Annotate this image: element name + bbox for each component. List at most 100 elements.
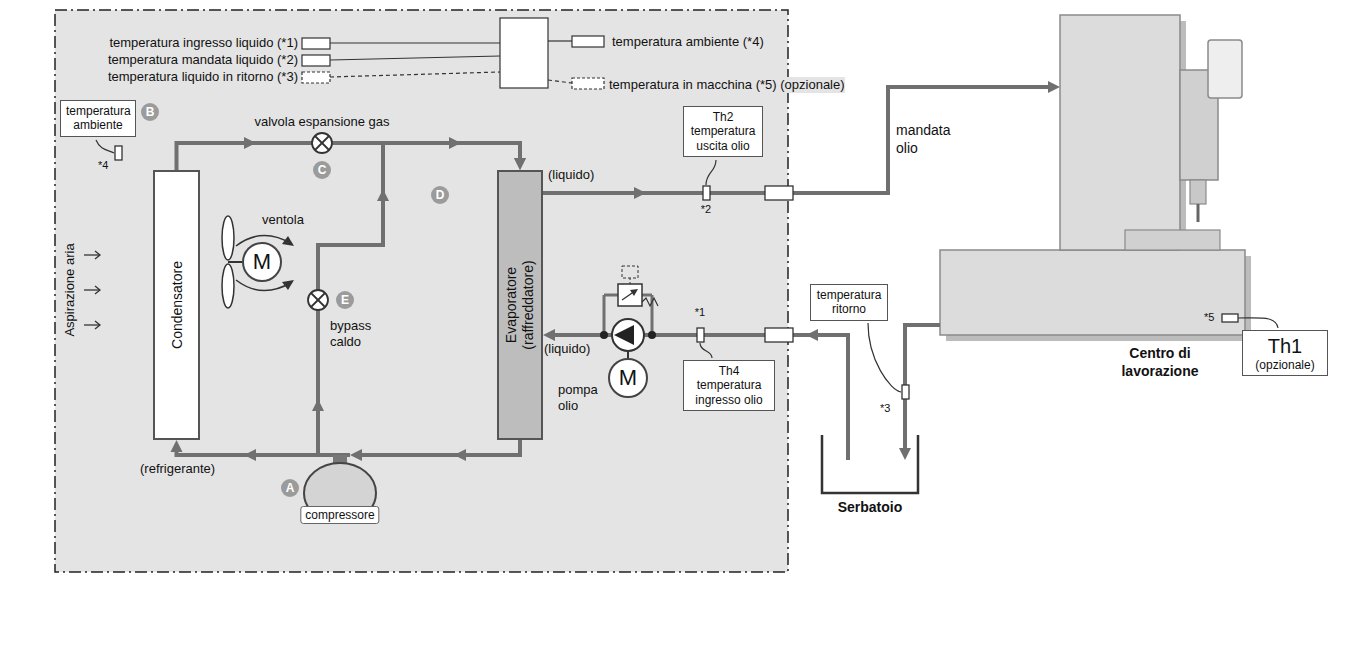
- air-intake-arrows: [84, 254, 100, 255]
- flow-arrow: [244, 137, 256, 149]
- bypass-valve: [311, 293, 325, 307]
- controller-wiring: [330, 56, 500, 60]
- node-text: Th2: [689, 110, 757, 124]
- oil-pump: [622, 266, 638, 278]
- node-text: Evaporatore (raffreddatore): [503, 245, 537, 365]
- tank-outline: [822, 435, 918, 493]
- chiller-housing: [55, 10, 788, 572]
- bypass-valve: [311, 293, 325, 307]
- condenser-box: Condensatore: [153, 170, 200, 440]
- sensor-label-box: temperatura ritorno: [810, 284, 888, 321]
- fan-blades: [222, 216, 234, 260]
- air-intake-arrows: [84, 324, 100, 325]
- flow-arrow: [377, 189, 389, 201]
- air-intake-arrows: [95, 251, 100, 259]
- flow-arrow: [806, 329, 818, 341]
- pipe-connector: [177, 143, 527, 170]
- controller-wiring: [548, 80, 572, 83]
- callout-letter: D: [431, 186, 449, 204]
- controller-wiring: [302, 18, 604, 89]
- sensor-leader: [700, 343, 712, 358]
- oil-pump: [630, 289, 638, 296]
- sensor-leader: [868, 323, 901, 392]
- node-text: temperatura ambiente: [66, 104, 130, 133]
- node-text: temperatura uscita olio: [689, 124, 757, 153]
- fan-blades: [282, 236, 294, 246]
- pipe-line: [177, 448, 351, 456]
- air-intake-arrows: [84, 289, 100, 290]
- flow-arrow: [244, 137, 818, 461]
- pipe-line: [318, 143, 520, 455]
- node-text: Th4: [689, 364, 769, 378]
- arrow-head: [514, 158, 526, 170]
- edge-label: mandata olio: [896, 122, 958, 157]
- node-text: M: [253, 249, 271, 275]
- pipe-line: [358, 440, 520, 455]
- sensor-label-box: Th4temperatura ingresso olio: [683, 360, 775, 411]
- arrow-head: [899, 448, 911, 460]
- controller-wiring: [302, 72, 330, 83]
- callout-letter: E: [336, 291, 354, 309]
- fan-blades: [222, 216, 294, 308]
- node-text: M: [619, 365, 637, 391]
- expansion-valve: [315, 136, 329, 150]
- pipe-line: [543, 87, 1052, 193]
- node-text: temperatura ingresso olio: [689, 378, 769, 407]
- oil-pump: [612, 319, 644, 351]
- tank-outline: [820, 435, 920, 495]
- oil-pump: [600, 266, 658, 358]
- sensor-label-box: Th1(opzionale): [1242, 330, 1328, 376]
- pipe-coupling: [765, 186, 793, 200]
- pipe-line: [177, 143, 521, 170]
- part-label: ventola: [262, 212, 304, 228]
- signal-label: temperatura ambiente (*4): [612, 34, 764, 50]
- bypass-valve: [308, 290, 328, 310]
- air-intake-arrows: [84, 251, 100, 329]
- oil-pump: [603, 295, 606, 335]
- flow-arrow: [454, 449, 466, 461]
- controller-wiring: [330, 72, 500, 77]
- oil-pump: [600, 331, 608, 339]
- node-text: Th1: [1248, 334, 1322, 358]
- node-text: compressore: [300, 506, 379, 524]
- callout-number: *2: [701, 203, 711, 216]
- expansion-valve: [312, 133, 332, 153]
- machine-illustration: [1190, 180, 1206, 204]
- flow-label: (liquido): [548, 167, 594, 183]
- fan-blades: [282, 280, 294, 290]
- node-text: temperatura ritorno: [816, 288, 882, 317]
- sensor-leader: [96, 140, 1278, 392]
- machine-illustration: [1208, 40, 1242, 98]
- part-label: pompa olio: [558, 382, 604, 413]
- controller-wiring: [500, 18, 548, 88]
- pump-motor: M: [608, 358, 648, 398]
- expansion-valve: [315, 136, 329, 150]
- expansion-valve: [312, 133, 332, 153]
- pipe-connector: [543, 81, 1060, 193]
- temperature-sensor: [1222, 314, 1238, 322]
- machine-illustration: [940, 250, 1245, 335]
- flow-label: (liquido): [544, 341, 590, 357]
- machine-illustration: [1197, 204, 1200, 222]
- compressor: compressore: [290, 455, 390, 530]
- fan-blades: [222, 264, 234, 308]
- bypass-valve: [308, 290, 328, 310]
- temperature-sensor: [703, 186, 710, 200]
- temperature-sensor: [697, 328, 704, 342]
- node-text: Condensatore: [168, 185, 185, 425]
- sensor-label-box: Th2temperatura uscita olio: [683, 106, 763, 157]
- controller-wiring: [572, 78, 604, 89]
- oil-tank: Serbatoio: [820, 435, 920, 495]
- signal-label: temperatura mandata liquido (*2): [108, 52, 298, 68]
- machining-center: Centro di lavorazione: [940, 15, 1250, 337]
- sensor-leader: [96, 140, 114, 153]
- fan-motor: M: [242, 242, 282, 282]
- pipe-connector: [171, 440, 351, 455]
- part-label: valvola espansione gas: [254, 114, 389, 130]
- oil-pump: [630, 278, 631, 284]
- controller-wiring: [572, 36, 604, 47]
- temperature-sensor: [115, 146, 122, 160]
- node-text: Serbatoio: [838, 499, 903, 515]
